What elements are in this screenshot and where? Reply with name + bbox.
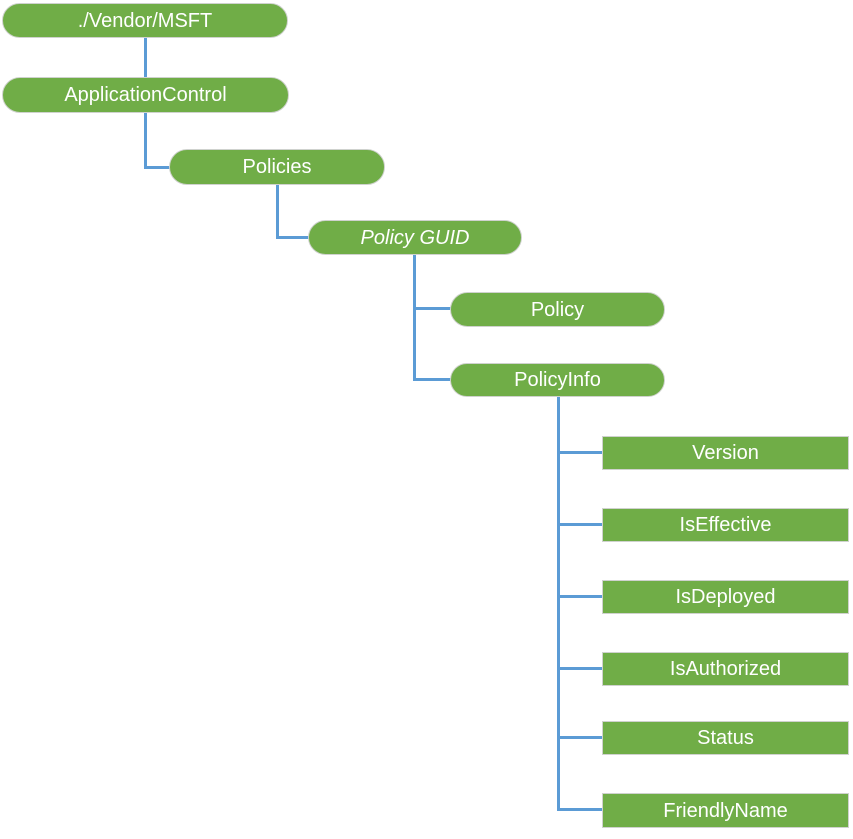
node-policies: Policies [169, 149, 385, 185]
connector-policyinfo-to-status-h [557, 736, 604, 739]
connector-applicationcontrol-to-policies-v [144, 113, 147, 169]
node-application-control: ApplicationControl [2, 77, 289, 113]
connector-policies-to-policyguid-v [276, 185, 279, 239]
connector-vendor-to-applicationcontrol [144, 38, 147, 78]
connector-policyguid-trunk [413, 255, 416, 381]
node-status: Status [602, 721, 849, 755]
connector-policyinfo-to-friendlyname-h [557, 808, 604, 811]
connector-policyinfo-to-isdeployed-h [557, 595, 604, 598]
node-friendly-name: FriendlyName [602, 793, 849, 828]
node-is-effective: IsEffective [602, 508, 849, 542]
node-policy-guid: Policy GUID [308, 220, 522, 255]
node-policy-info: PolicyInfo [450, 363, 665, 397]
node-is-authorized: IsAuthorized [602, 652, 849, 686]
node-version: Version [602, 436, 849, 470]
connector-policyinfo-trunk [557, 397, 560, 811]
node-is-deployed: IsDeployed [602, 580, 849, 614]
connector-policyguid-to-policyinfo-h [413, 378, 452, 381]
connector-policyinfo-to-iseffective-h [557, 523, 604, 526]
node-vendor-msft: ./Vendor/MSFT [2, 3, 288, 38]
connector-policyguid-to-policy-h [413, 307, 452, 310]
connector-policies-to-policyguid-h [276, 236, 310, 239]
connector-policyinfo-to-version-h [557, 451, 604, 454]
node-policy: Policy [450, 292, 665, 327]
connector-applicationcontrol-to-policies-h [144, 166, 171, 169]
connector-policyinfo-to-isauthorized-h [557, 667, 604, 670]
